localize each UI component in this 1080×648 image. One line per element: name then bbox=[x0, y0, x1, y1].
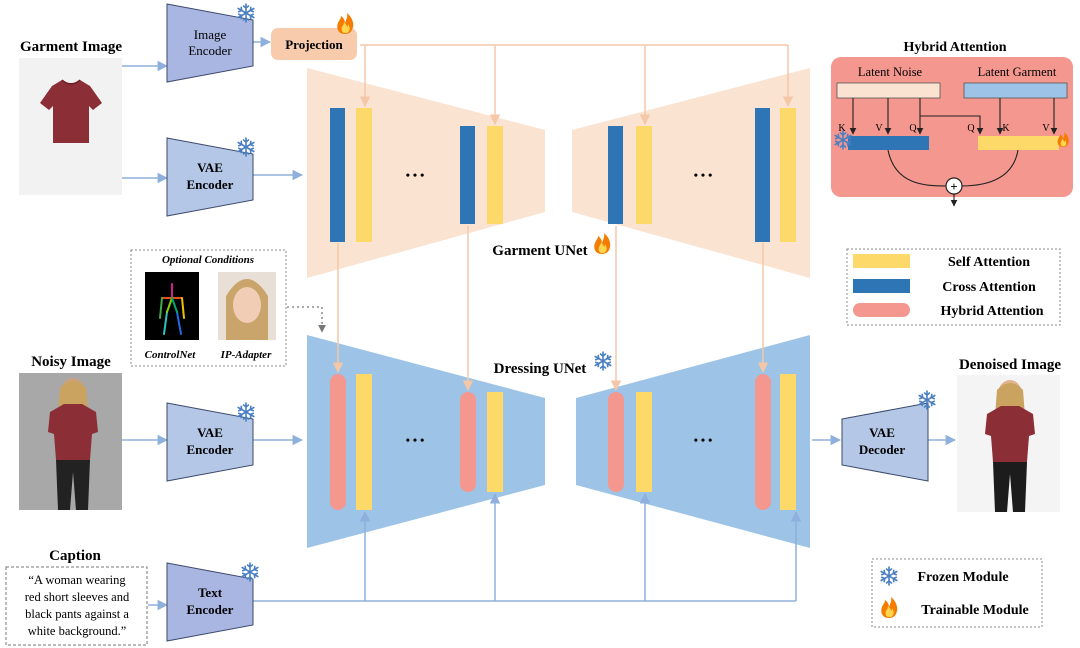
attention-legend: Self Attention Cross Attention Hybrid At… bbox=[846, 248, 1061, 326]
vae-decoder: VAE Decoder bbox=[841, 402, 929, 482]
optional-conditions: Optional Conditions ControlNet IP-Adapte… bbox=[130, 249, 287, 367]
vae-encoder-mid-label-1: VAE bbox=[197, 425, 223, 440]
latent-garment-label: Latent Garment bbox=[978, 65, 1057, 79]
legend-hybrid-attention: Hybrid Attention bbox=[940, 304, 1043, 319]
vae-decoder-label-2: Decoder bbox=[859, 442, 905, 457]
hybrid-attention-block bbox=[755, 374, 771, 510]
vae-encoder-top: VAE Encoder bbox=[166, 137, 254, 217]
frozen-snowflake-icon bbox=[594, 351, 612, 371]
hybrid-attention-panel bbox=[831, 57, 1073, 207]
image-encoder-label-2: Encoder bbox=[188, 43, 232, 58]
legend-self-attention: Self Attention bbox=[948, 255, 1030, 270]
noisy-image bbox=[19, 373, 122, 510]
self-attention-block bbox=[780, 374, 796, 510]
latent-noise-label: Latent Noise bbox=[858, 65, 923, 79]
text-encoder-label-1: Text bbox=[198, 585, 223, 600]
noisy-image-label: Noisy Image bbox=[31, 354, 111, 370]
legend-trainable-module: Trainable Module bbox=[921, 603, 1028, 618]
caption-line: “A woman wearing bbox=[28, 573, 126, 587]
self-attention-block bbox=[636, 392, 652, 492]
self-attention-block bbox=[636, 126, 652, 224]
vae-encoder-top-label-1: VAE bbox=[197, 160, 223, 175]
image-encoder: Image Encoder bbox=[166, 3, 254, 83]
self-attention-block bbox=[356, 108, 372, 242]
vae-decoder-label-1: VAE bbox=[869, 425, 895, 440]
projection-label: Projection bbox=[285, 37, 343, 52]
denoised-image-label: Denoised Image bbox=[959, 357, 1061, 373]
hybrid-self-attention-block bbox=[978, 136, 1059, 150]
key-label: K bbox=[838, 123, 846, 134]
garment-unet-label: Garment UNet bbox=[492, 243, 587, 259]
query-label: Q bbox=[909, 123, 917, 134]
query-label: Q bbox=[967, 123, 975, 134]
module-legend: Frozen Module Trainable Module bbox=[871, 558, 1043, 628]
ellipsis: • • • bbox=[694, 433, 713, 447]
trainable-fire-icon bbox=[337, 13, 354, 34]
image-encoder-label-1: Image bbox=[194, 27, 227, 42]
latent-garment-bar bbox=[963, 82, 1068, 99]
hybrid-attention-title: Hybrid Attention bbox=[903, 40, 1006, 55]
latent-noise-bar bbox=[836, 82, 941, 99]
caption-line: red short sleeves and bbox=[25, 590, 130, 604]
trainable-fire-icon bbox=[881, 597, 898, 618]
garment-image-label: Garment Image bbox=[20, 39, 122, 55]
text-encoder: Text Encoder bbox=[166, 562, 254, 642]
cross-attention-block bbox=[755, 108, 770, 242]
optional-conditions-title: Optional Conditions bbox=[162, 254, 254, 266]
caption-line: black pants against a bbox=[25, 607, 129, 621]
caption-line: white background.” bbox=[28, 624, 127, 638]
vae-encoder-mid-label-2: Encoder bbox=[187, 442, 234, 457]
garment-unet-blocks bbox=[330, 108, 796, 242]
vae-encoder-top-label-2: Encoder bbox=[187, 177, 234, 192]
value-label: V bbox=[1042, 123, 1050, 134]
controlnet-label: ControlNet bbox=[145, 349, 197, 361]
dressing-unet-blocks bbox=[330, 374, 796, 510]
hybrid-attention-block bbox=[330, 374, 346, 510]
trainable-fire-icon bbox=[594, 233, 611, 254]
legend-cross-attention: Cross Attention bbox=[942, 280, 1036, 295]
legend-frozen-module: Frozen Module bbox=[917, 570, 1008, 585]
ellipsis: • • • bbox=[406, 433, 425, 447]
plus-sign: + bbox=[950, 179, 957, 194]
dressing-unet-decoder-shape bbox=[576, 335, 810, 548]
text-encoder-label-2: Encoder bbox=[187, 602, 234, 617]
hybrid-attention-block bbox=[608, 392, 624, 492]
self-attention-block bbox=[356, 374, 372, 510]
denoised-image bbox=[957, 375, 1060, 512]
caption-box: “A woman wearing red short sleeves and b… bbox=[5, 566, 148, 646]
ellipsis: • • • bbox=[406, 168, 425, 182]
hybrid-cross-attention-block bbox=[848, 136, 929, 150]
self-attention-block bbox=[780, 108, 796, 242]
garment-image bbox=[19, 58, 122, 195]
connectors bbox=[122, 36, 957, 611]
cross-attention-block bbox=[330, 108, 345, 242]
pose-map bbox=[145, 272, 199, 340]
vae-encoder-mid: VAE Encoder bbox=[166, 402, 254, 482]
hybrid-attention-swatch bbox=[853, 303, 910, 317]
dressing-unet-label: Dressing UNet bbox=[494, 361, 587, 377]
self-attention-block bbox=[487, 392, 503, 492]
self-attention-swatch bbox=[853, 254, 910, 268]
cross-attention-swatch bbox=[853, 279, 910, 293]
sum-circle bbox=[945, 177, 963, 195]
garment-unet-decoder-shape bbox=[572, 68, 810, 278]
cross-attention-block bbox=[608, 126, 623, 224]
self-attention-block bbox=[487, 126, 503, 224]
projection-module: Projection bbox=[271, 28, 357, 60]
ip-adapter-label: IP-Adapter bbox=[220, 349, 272, 361]
hybrid-attention-block bbox=[460, 392, 476, 492]
caption-title: Caption bbox=[49, 548, 101, 564]
frozen-snowflake-icon bbox=[880, 566, 898, 586]
value-label: V bbox=[875, 123, 883, 134]
cross-attention-block bbox=[460, 126, 475, 224]
key-label: K bbox=[1002, 123, 1010, 134]
ellipsis: • • • bbox=[694, 168, 713, 182]
